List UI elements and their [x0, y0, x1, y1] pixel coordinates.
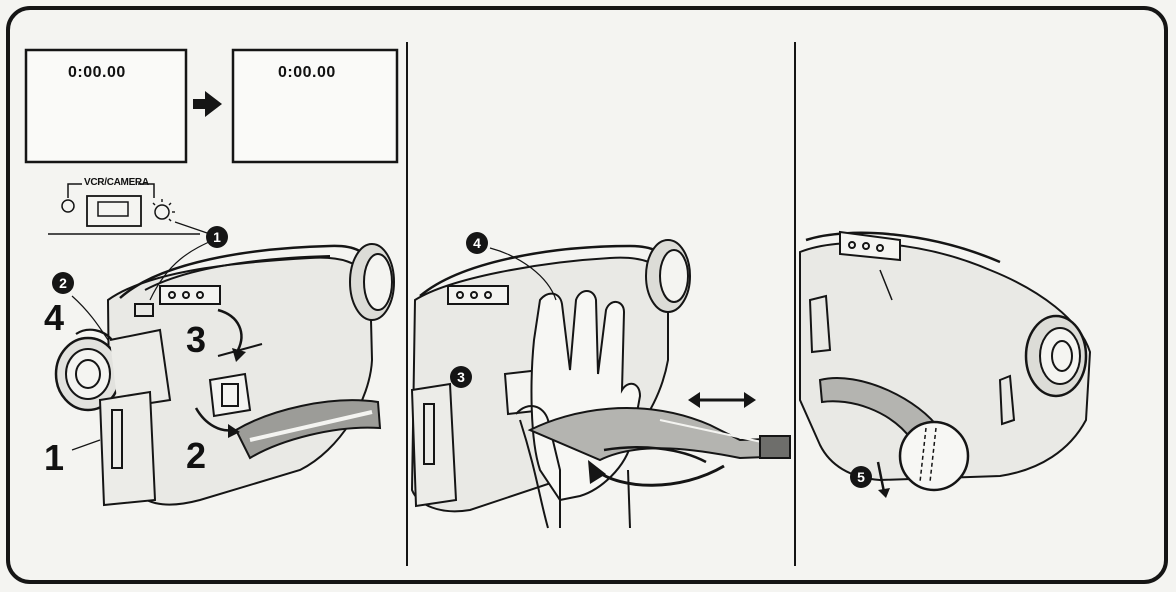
callout-5-badge: 5 [850, 466, 872, 488]
display-after-time: 0:00.00 [278, 64, 336, 81]
step-number-4: 4 [44, 297, 65, 338]
display-after [231, 48, 399, 164]
step-number-2: 2 [186, 435, 207, 476]
camcorder-illustration-right [799, 230, 1092, 498]
display-before [24, 48, 188, 164]
camcorder-illustration-left [54, 237, 395, 507]
right-arrow-icon [193, 91, 222, 117]
display-before-time: 0:00.00 [68, 64, 126, 81]
step-number-1: 1 [44, 437, 65, 478]
vcr-camera-switch [48, 183, 211, 235]
callout-1-badge: 1 [206, 226, 228, 248]
callout-2-badge: 2 [52, 272, 74, 294]
step-number-3: 3 [186, 319, 207, 360]
camcorder-illustration-center [410, 239, 791, 529]
outer-frame [6, 6, 1168, 584]
callout-4-badge: 4 [466, 232, 488, 254]
vcr-camera-label: VCR/CAMERA [84, 177, 149, 188]
callout-3-badge: 3 [450, 366, 472, 388]
